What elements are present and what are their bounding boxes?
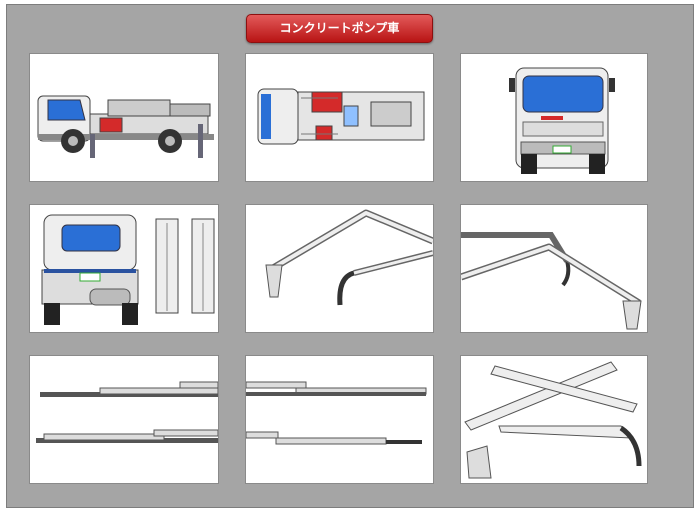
truck-side-view-drawing [37,95,214,158]
panel-boom-extended-right [460,204,648,333]
panel-front-view [460,53,648,182]
boom-folded-side-drawing [246,381,427,445]
boom-raised-drawing [461,232,642,330]
truck-rear-view-drawing [41,214,215,325]
page-title: コンクリートポンプ車 [246,14,433,43]
truck-front-view-drawing [509,67,615,174]
panel-boom-folded-left [29,355,219,484]
boom-parts-drawing [464,361,642,479]
boom-extended-drawing [265,209,433,306]
panel-boom-parts [460,355,648,484]
panel-rear-view [29,204,219,333]
panel-side-view [29,53,219,182]
truck-top-view-drawing [257,88,425,145]
panel-top-view [245,53,434,182]
boom-folded-top-drawing [36,381,218,443]
panel-boom-folded-right [245,355,434,484]
panel-boom-extended-left [245,204,434,333]
